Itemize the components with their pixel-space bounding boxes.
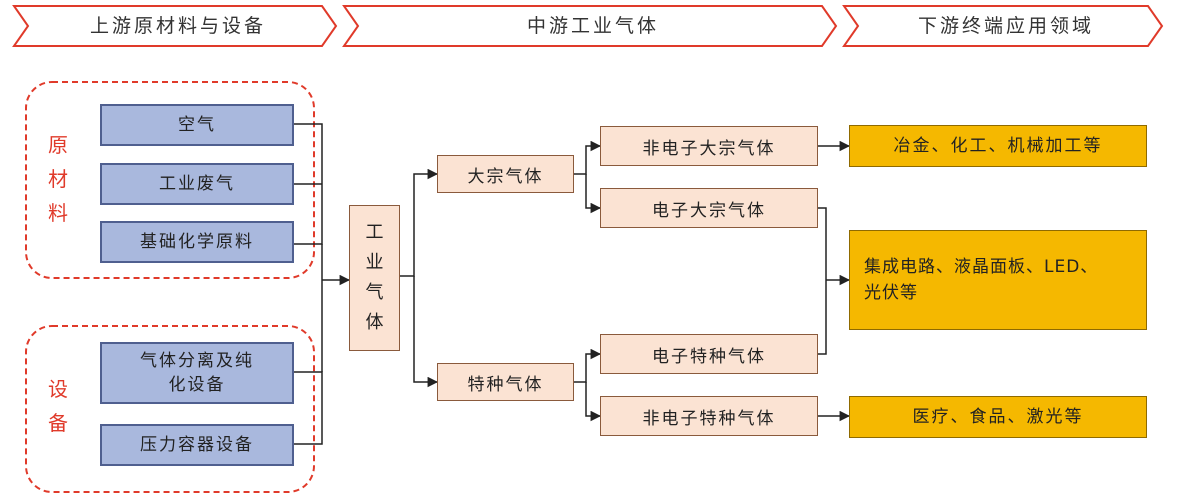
node-industrial-gas: 工 业 气 体 <box>349 205 400 351</box>
node-industrial-waste-gas: 工业废气 <box>100 163 294 205</box>
upstream-connectors <box>294 123 351 445</box>
materials-group-label: 原 材 料 <box>48 133 68 225</box>
node-medical-food-laser: 医疗、食品、激光等 <box>849 396 1147 438</box>
node-gas-separation-equipment: 气体分离及纯 化设备 <box>100 342 294 404</box>
header-chevron-upstream <box>12 5 338 47</box>
node-bulk-gas: 大宗气体 <box>437 155 574 193</box>
node-basic-chemical-materials: 基础化学原料 <box>100 221 294 263</box>
node-non-electronic-special-gas: 非电子特种气体 <box>600 396 818 436</box>
header-upstream: 上游原材料与设备 <box>89 15 266 37</box>
header-chevron-downstream <box>842 5 1164 47</box>
equipment-group-label: 设 备 <box>48 377 68 435</box>
node-non-electronic-bulk-gas: 非电子大宗气体 <box>600 126 818 166</box>
header-chevron-midstream <box>342 5 838 47</box>
node-special-gas: 特种气体 <box>437 363 574 401</box>
node-metallurgy-chemical-machining: 冶金、化工、机械加工等 <box>849 125 1147 167</box>
node-electronic-bulk-gas: 电子大宗气体 <box>600 188 818 228</box>
downstream-connectors <box>818 140 851 422</box>
node-air: 空气 <box>100 104 294 146</box>
node-pressure-vessel-equipment: 压力容器设备 <box>100 424 294 466</box>
node-ic-lcd-led-pv: 集成电路、液晶面板、LED、 光伏等 <box>849 230 1147 330</box>
header-midstream: 中游工业气体 <box>526 15 659 37</box>
equipment-group-outline <box>25 325 315 493</box>
midstream-connectors <box>400 140 602 422</box>
header-downstream: 下游终端应用领域 <box>917 15 1094 37</box>
node-electronic-special-gas: 电子特种气体 <box>600 334 818 374</box>
